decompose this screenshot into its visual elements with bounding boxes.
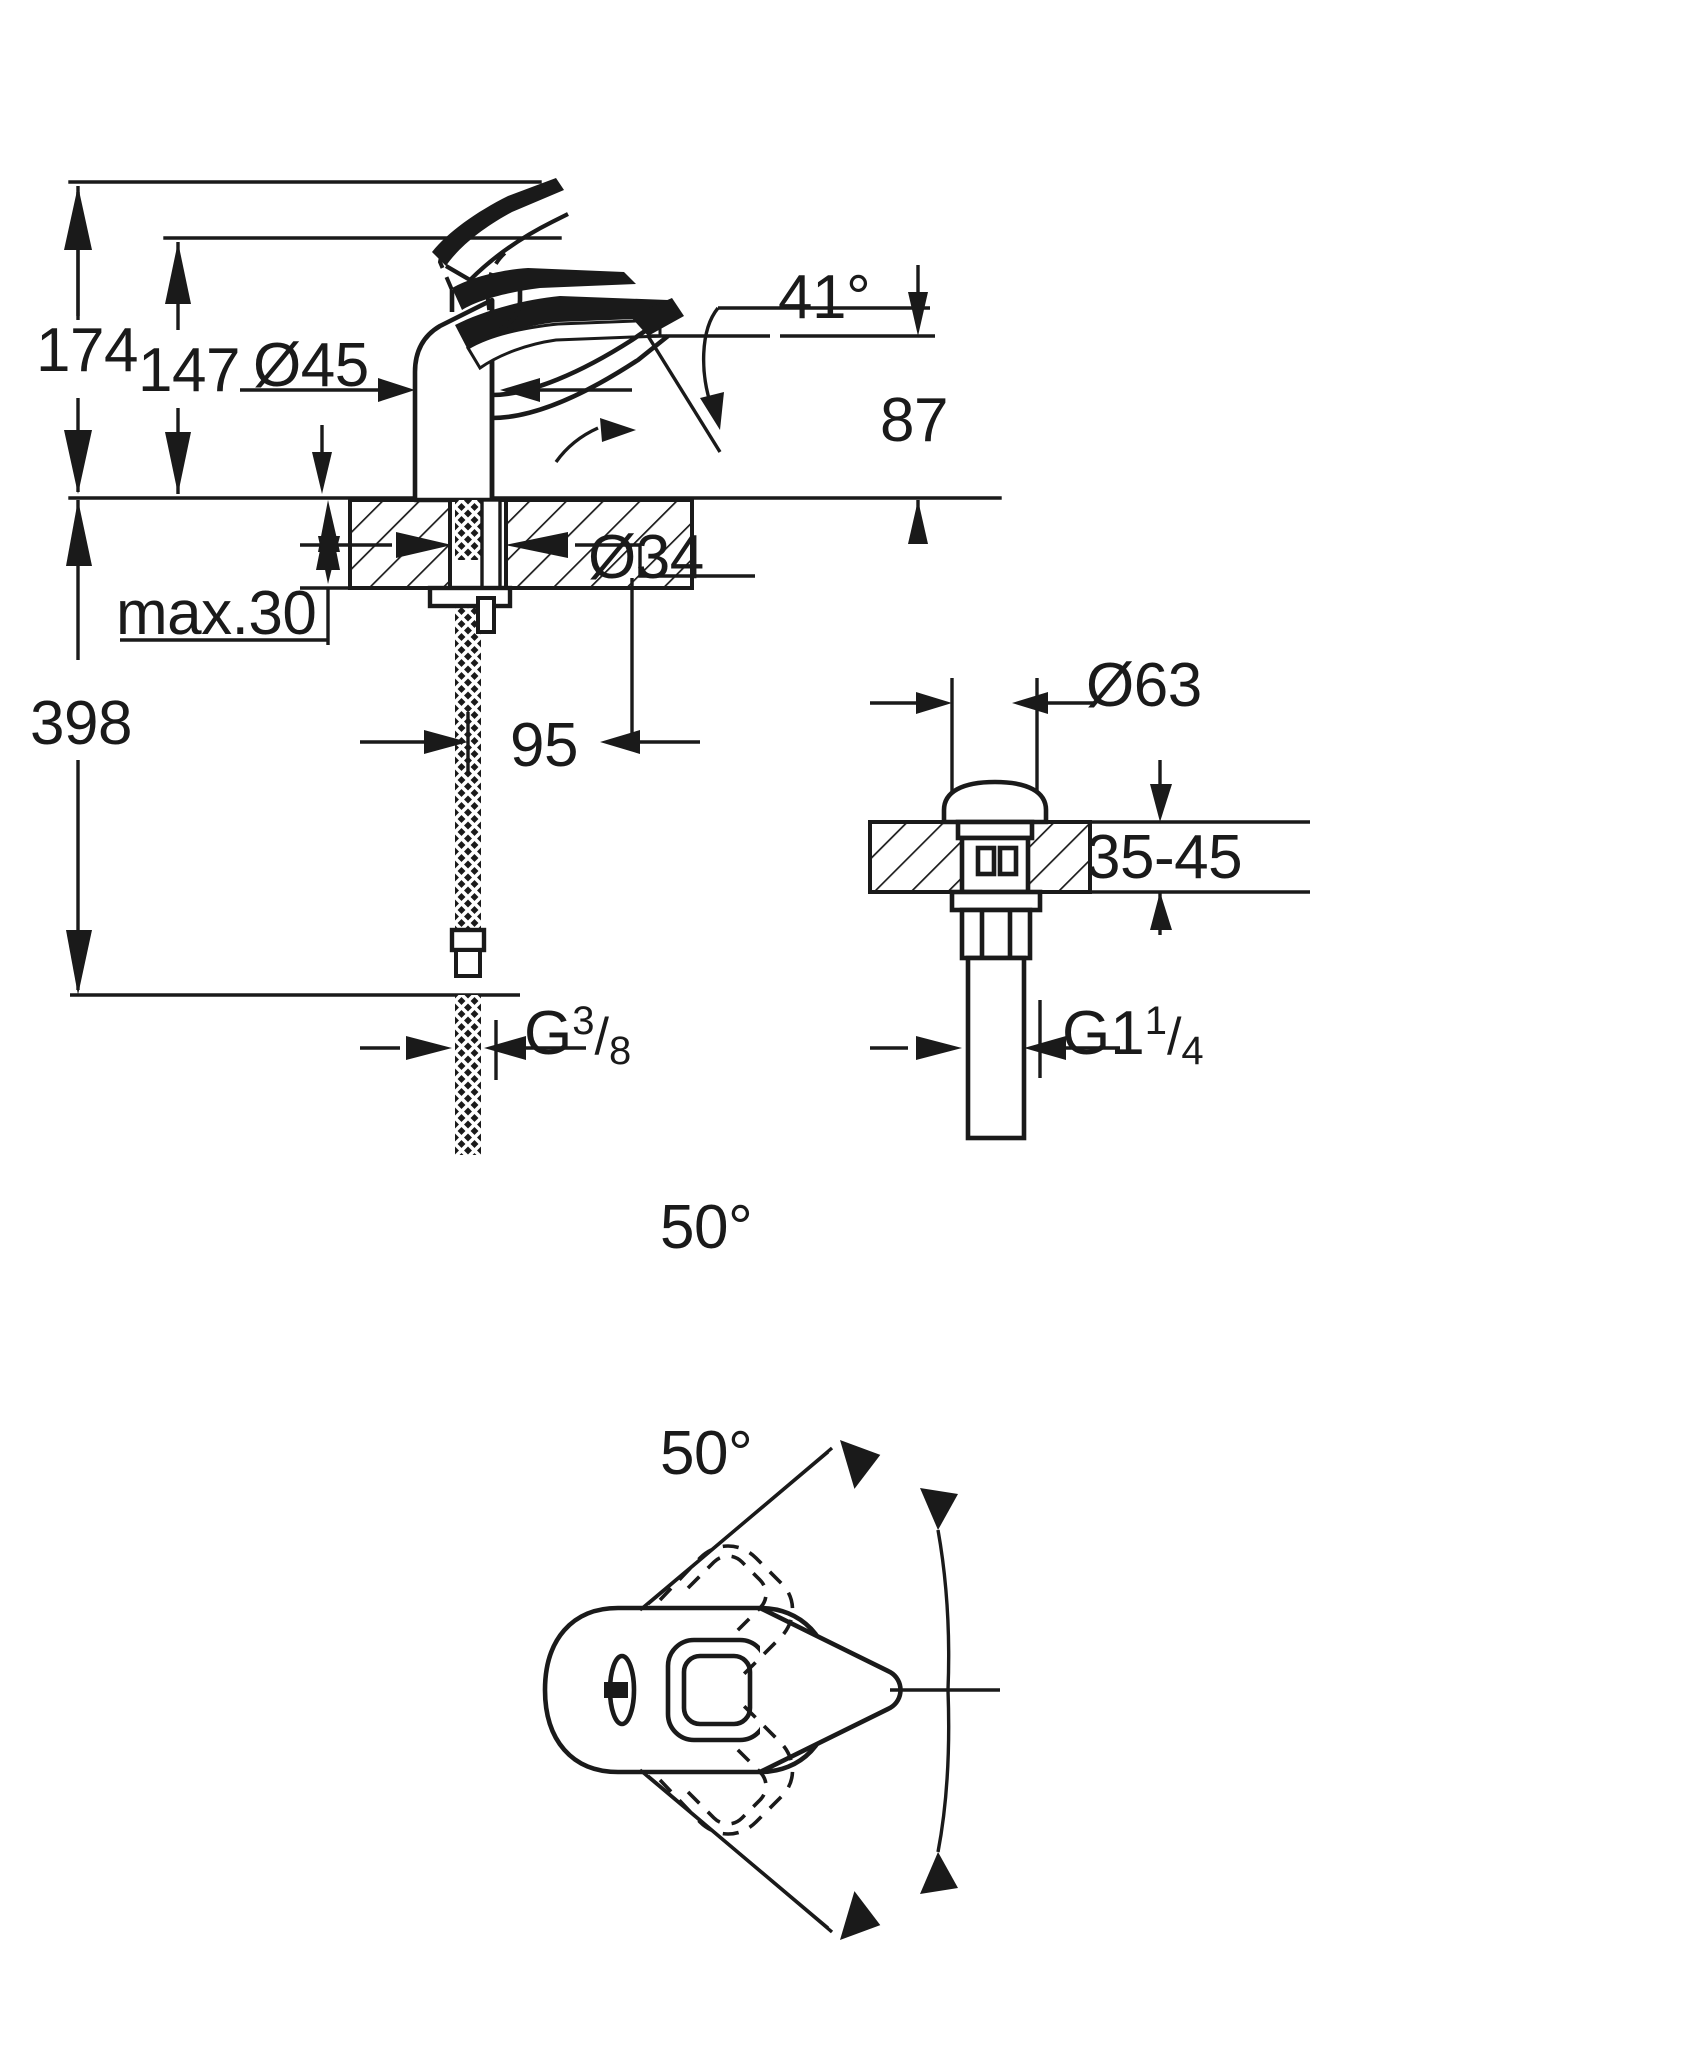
- dim-label-diameter-63: Ø63: [1086, 651, 1202, 720]
- topview-indicator: [604, 1682, 628, 1698]
- dim-angle-41: [500, 306, 930, 463]
- swivel-ref-lines: [638, 1450, 830, 1930]
- dim-label-max-30: max.30: [116, 579, 317, 648]
- g38-prefix: G: [524, 999, 573, 1068]
- faucet-aerator: [630, 298, 684, 336]
- dim-35-45: [1040, 760, 1310, 935]
- dim-label-diameter-45: Ø45: [253, 331, 369, 400]
- g114-denominator: 4: [1181, 1029, 1204, 1073]
- swivel-arc-lower: [920, 1689, 958, 1894]
- g114-slash: /: [1166, 1008, 1182, 1066]
- dim-label-95: 95: [510, 711, 578, 780]
- dim-label-swivel-upper: 50°: [660, 1193, 753, 1262]
- flexible-hose: [449, 775, 487, 1155]
- dim-label-398: 398: [30, 689, 132, 758]
- faucet-lever-neck: [449, 272, 523, 337]
- faucet-spout-lower: [491, 316, 670, 421]
- dim-label-35-45: 35-45: [1086, 823, 1243, 892]
- g38-denominator: 8: [608, 1029, 632, 1073]
- topview-ghost-lower: [658, 1702, 795, 1836]
- dim-g1-14: [870, 1000, 1120, 1078]
- faucet-lever-raised-outline: [444, 212, 569, 283]
- dim-label-angle-41: 41°: [778, 263, 871, 332]
- dim-87: [780, 265, 935, 544]
- topview-ghost-upper: [658, 1544, 795, 1678]
- dim-label-swivel-lower: 50°: [660, 1419, 753, 1488]
- topview-spout: [758, 1605, 903, 1775]
- faucet-lever-raised: [432, 178, 564, 266]
- dim-label-87: 87: [880, 386, 948, 455]
- dim-label-g38: G3/8: [524, 998, 631, 1073]
- g114-numerator: 1: [1144, 998, 1167, 1043]
- g114-prefix: G1: [1062, 999, 1145, 1068]
- dim-label-147: 147: [138, 336, 240, 405]
- dim-max30-arrow: [316, 510, 340, 570]
- dim-label-diameter-34: Ø34: [588, 523, 704, 592]
- dim-label-g1-14: G11/4: [1062, 998, 1204, 1073]
- dim-diameter-45: [240, 378, 415, 494]
- g38-numerator: 3: [572, 998, 595, 1043]
- dim-label-174: 174: [36, 316, 138, 385]
- waste-body: [941, 779, 1049, 1141]
- dim-147: [165, 242, 191, 494]
- g38-slash: /: [594, 1008, 609, 1066]
- faucet-lever-solid: [452, 268, 636, 310]
- dim-398: [66, 500, 520, 997]
- dim-174: [64, 186, 92, 494]
- dim-diameter-34: [300, 532, 755, 578]
- dim-g38: [360, 1020, 586, 1080]
- swivel-arc-upper: [890, 1488, 1000, 1692]
- dim-diameter-63: [870, 678, 1095, 800]
